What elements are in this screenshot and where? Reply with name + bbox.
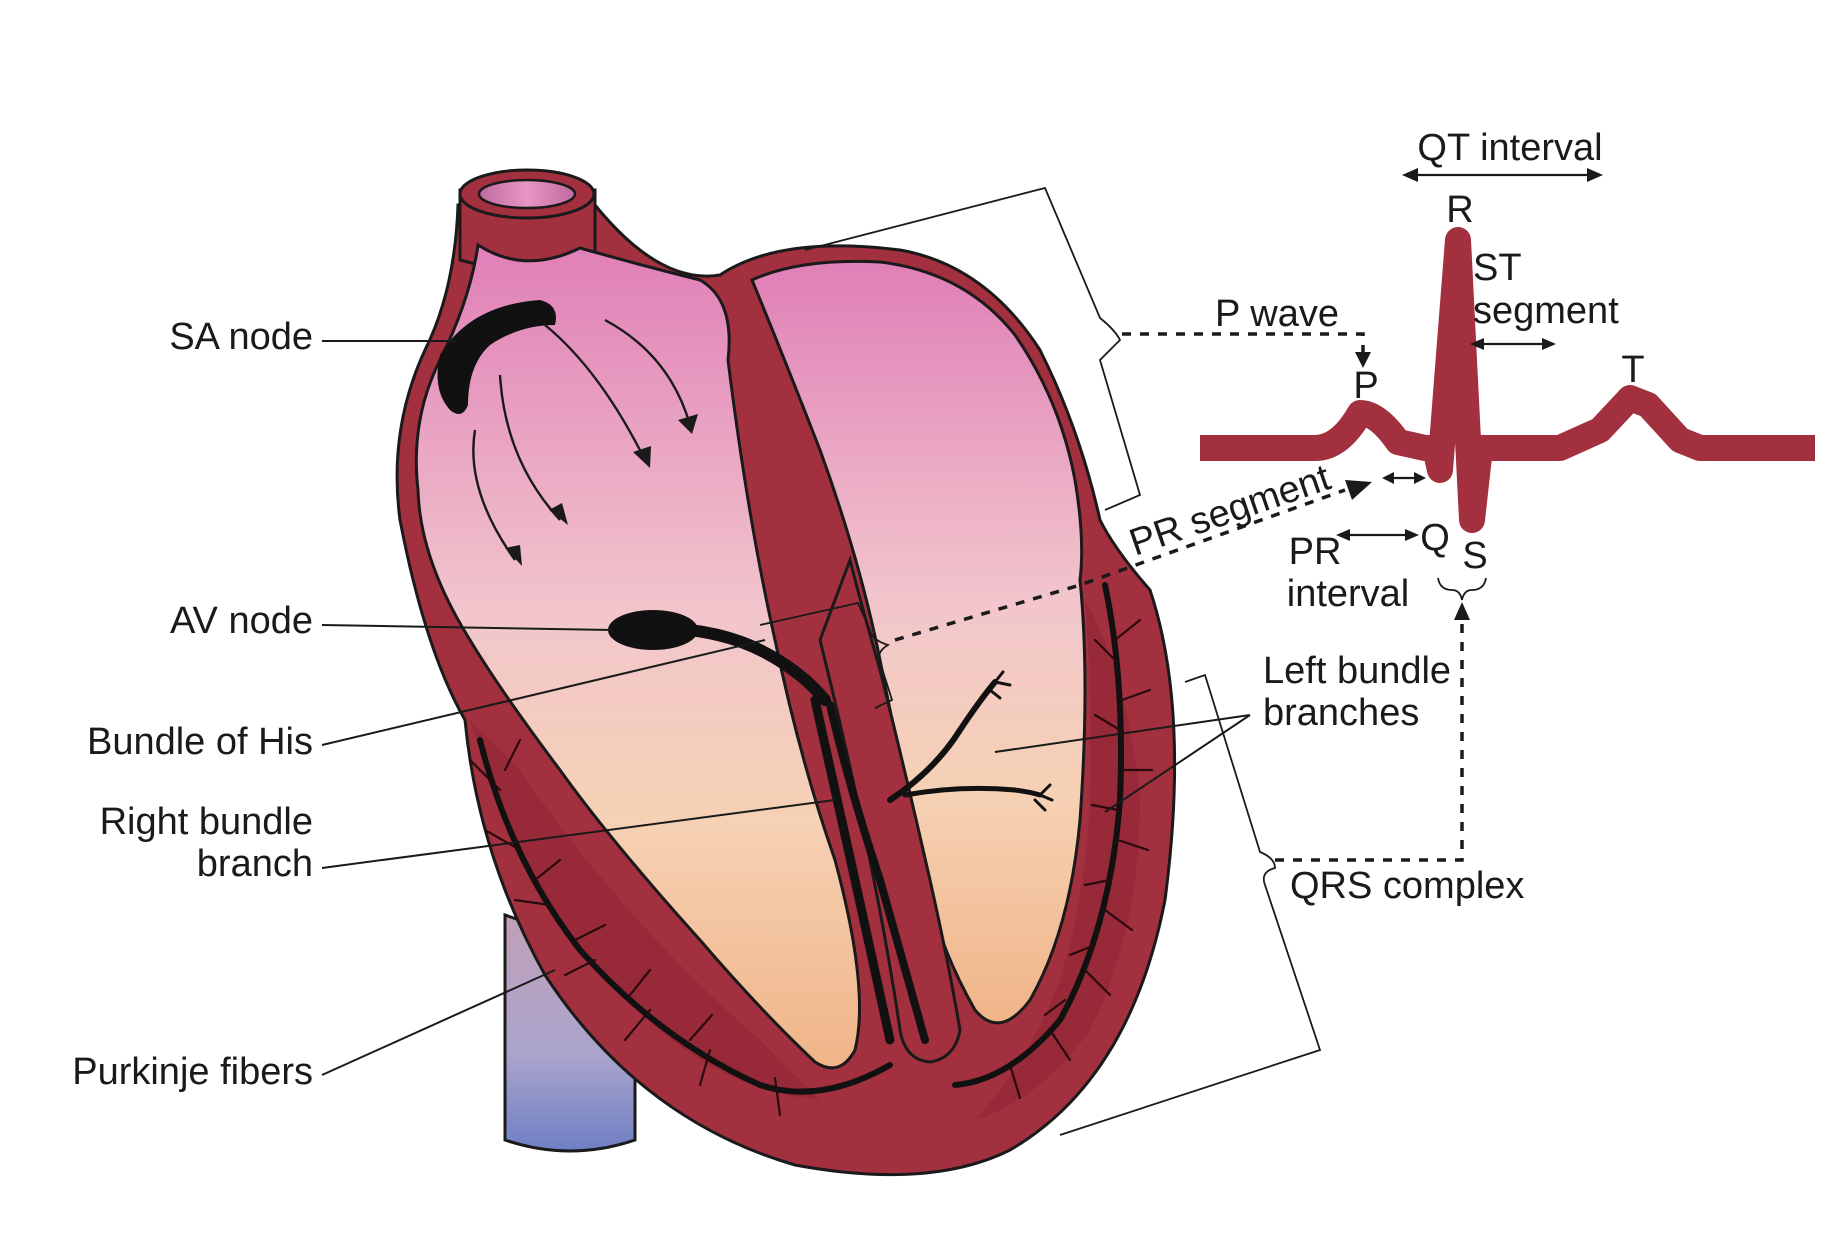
- qrs-arrowhead: [1454, 602, 1470, 620]
- label-pr-interval-line1: PR: [1289, 531, 1342, 573]
- leader-left-bundle-2: [1104, 714, 1251, 813]
- leader-left-bundle-1: [994, 714, 1251, 753]
- left-chamber: [750, 259, 1087, 1025]
- purkinje-fibers-right: [468, 737, 893, 1117]
- ecg-peak-t: T: [1621, 349, 1644, 391]
- left-labels: SA node AV node Bundle of His Right bund…: [72, 316, 836, 1093]
- label-left-bundle-line1: Left bundle: [1263, 650, 1451, 692]
- sa-node: [437, 300, 556, 414]
- dash-atria-to-p: [1122, 332, 1365, 362]
- leader-right-bundle: [321, 799, 836, 869]
- atria-bracket: [804, 186, 1142, 511]
- brackets: [759, 186, 1470, 1136]
- label-st-line1: ST: [1473, 247, 1522, 289]
- label-p-wave: P wave: [1215, 293, 1339, 335]
- right-labels: Left bundle branches QRS complex: [994, 650, 1524, 907]
- label-qrs-complex: QRS complex: [1290, 865, 1524, 907]
- pr-segment-arrowhead: [1345, 480, 1372, 500]
- ecg-peak-r: R: [1446, 189, 1473, 231]
- av-bracket: [759, 601, 894, 709]
- label-st-line2: segment: [1473, 290, 1619, 332]
- right-ventricle-wall: [470, 720, 820, 1100]
- left-bundle-branches: [887, 670, 1054, 812]
- ecg-peak-q: Q: [1420, 517, 1450, 559]
- bundle-of-his: [684, 624, 831, 706]
- label-sa-node: SA node: [169, 316, 313, 358]
- label-av-node: AV node: [170, 600, 313, 642]
- ventricle-bracket: [1059, 673, 1322, 1136]
- right-chamber: [414, 242, 861, 1070]
- qrs-brace: [1437, 577, 1487, 601]
- vena-cava-lumen: [477, 178, 577, 210]
- av-node: [608, 610, 698, 650]
- dash-av-to-pr: [894, 488, 1346, 642]
- ecg-trace: [1200, 227, 1815, 533]
- purkinje-fibers-left: [952, 582, 1154, 1100]
- p-wave-arrowhead: [1355, 352, 1371, 368]
- label-left-bundle-line2: branches: [1263, 692, 1419, 734]
- left-bundle-branch-main: [826, 701, 929, 1044]
- impulse-arrows: [472, 318, 698, 566]
- leader-av-node: [321, 624, 613, 631]
- label-purkinje: Purkinje fibers: [72, 1051, 313, 1093]
- ecg-peak-s: S: [1462, 535, 1487, 577]
- leader-bundle-of-his: [321, 639, 766, 746]
- leader-purkinje: [321, 969, 556, 1076]
- heart: [395, 168, 1177, 1177]
- ecg: R P T Q S QT interval P wave ST segment …: [1124, 127, 1815, 615]
- label-qt-interval: QT interval: [1417, 127, 1602, 169]
- right-bundle-branch: [810, 695, 895, 1045]
- label-bundle-of-his: Bundle of His: [87, 721, 313, 763]
- dash-ventricles-to-qrs: [1275, 618, 1464, 862]
- label-pr-interval-line2: interval: [1287, 573, 1410, 615]
- left-ventricle-wall: [975, 600, 1140, 1120]
- ecg-peak-p: P: [1353, 365, 1378, 407]
- label-right-bundle-line1: Right bundle: [100, 801, 313, 843]
- label-right-bundle-line2: branch: [197, 843, 313, 885]
